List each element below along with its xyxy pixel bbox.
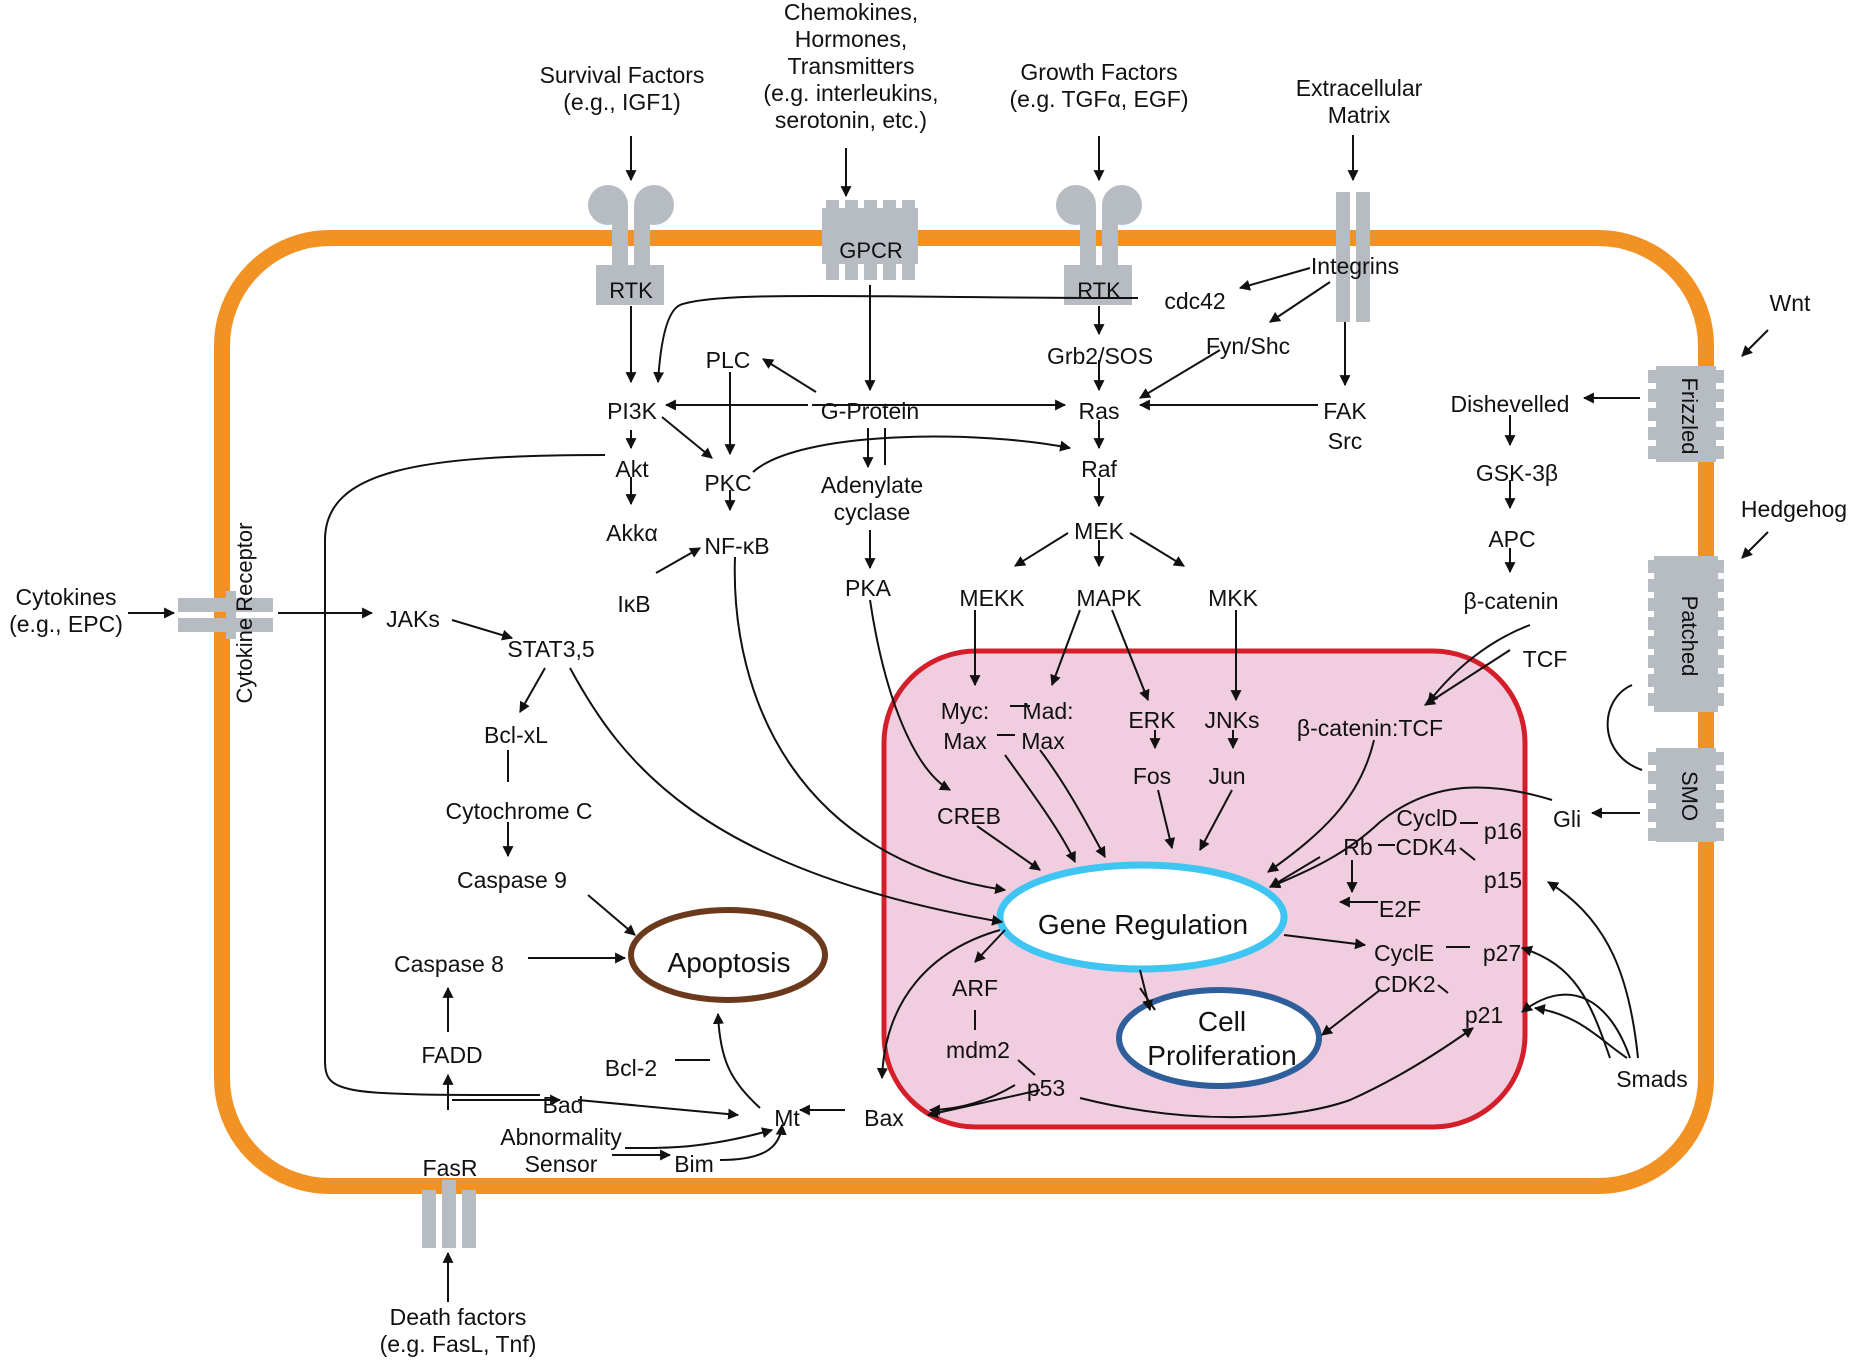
label-mkk: MKK [1208,585,1259,611]
label-beta-catenin: β-catenin [1463,588,1558,614]
label-pi3k: PI3K [607,398,658,424]
label-ikb: IκB [617,591,650,617]
label-fak: FAK [1323,398,1367,424]
label-creb: CREB [937,803,1001,829]
label-bim: Bim [674,1151,714,1177]
label-frizzled: Frizzled [1677,377,1702,454]
frizzled-receptor [1648,366,1724,462]
label-cdk2: CDK2 [1374,971,1435,997]
gpcr-receptor [822,200,918,280]
rtk-left-receptor [588,185,674,305]
label-g-protein: G-Protein [821,398,919,424]
label-raf: Raf [1081,456,1117,482]
label-pka: PKA [845,575,892,601]
label-mekk: MEKK [959,585,1025,611]
label-growth-factors: Growth Factors(e.g. TGFα, EGF) [1009,59,1188,112]
label-bcl2: Bcl-2 [605,1055,657,1081]
label-survival-factors: Survival Factors(e.g., IGF1) [540,62,705,115]
fasr-receptor-shape [422,1180,476,1248]
label-cycl-d: CyclD [1396,805,1457,831]
label-akt: Akt [615,456,649,482]
cytokine-receptor-shape [178,591,273,639]
label-p21: p21 [1465,1002,1503,1028]
label-rtk-left: RTK [609,278,653,303]
label-bad: Bad [543,1092,584,1118]
label-cytokines: Cytokines(e.g., EPC) [9,584,123,637]
label-akk-alpha: Akkα [606,520,658,546]
label-mapk: MAPK [1076,585,1142,611]
label-mek: MEK [1074,518,1125,544]
label-gpcr: GPCR [839,238,903,263]
label-patched: Patched [1677,596,1702,677]
label-gene-regulation: Gene Regulation [1038,909,1248,940]
label-fasr: FasR [423,1155,478,1181]
label-hedgehog: Hedgehog [1741,496,1847,522]
label-integrins: Integrins [1311,253,1399,279]
label-jun: Jun [1208,763,1245,789]
label-jnks: JNKs [1205,707,1260,733]
label-stat35: STAT3,5 [507,636,594,662]
label-apoptosis: Apoptosis [668,947,791,978]
label-p16: p16 [1484,818,1522,844]
label-arf: ARF [952,975,998,1001]
label-smo: SMO [1677,771,1702,821]
label-cycl-e: CyclE [1374,940,1434,966]
integrin-receptor [1336,192,1370,322]
label-max-left: Max [943,728,987,754]
label-p15: p15 [1484,867,1522,893]
label-cdk4: CDK4 [1395,834,1457,860]
label-apc: APC [1488,526,1535,552]
cell-proliferation-node [1116,987,1322,1089]
label-rtk-right: RTK [1077,278,1121,303]
label-erk: ERK [1128,707,1176,733]
label-p53: p53 [1027,1075,1065,1101]
label-death-factors: Death factors(e.g. FasL, Tnf) [380,1304,537,1357]
label-mad: Mad: [1022,698,1073,724]
label-grb2-sos: Grb2/SOS [1047,343,1153,369]
label-fyn-shc: Fyn/Shc [1206,333,1290,359]
label-gsk3b: GSK-3β [1476,460,1558,486]
label-plc: PLC [706,347,751,373]
label-p27: p27 [1483,940,1521,966]
label-cytochrome-c: Cytochrome C [446,798,593,824]
label-nf-kb: NF-κB [704,533,769,559]
label-jaks: JAKs [386,606,440,632]
label-myc: Myc: [941,698,990,724]
label-rb: Rb [1343,834,1372,860]
label-fadd: FADD [421,1042,482,1068]
label-cdc42: cdc42 [1164,288,1225,314]
label-bax: Bax [864,1105,904,1131]
label-mdm2: mdm2 [946,1037,1010,1063]
label-dishevelled: Dishevelled [1451,391,1570,417]
label-beta-catenin-tcf: β-catenin:TCF [1297,715,1443,741]
label-ras: Ras [1079,398,1120,424]
label-src: Src [1328,428,1363,454]
pathway-labels: Survival Factors(e.g., IGF1) Chemokines,H… [9,0,1847,1357]
label-pkc: PKC [704,470,751,496]
apoptosis-node [628,907,828,1003]
label-gli: Gli [1553,806,1581,832]
pathway-edges [128,135,1769,1302]
label-tcf: TCF [1523,646,1568,672]
label-bcl-xl: Bcl-xL [484,722,548,748]
label-max-right: Max [1021,728,1065,754]
patched-receptor [1648,556,1724,712]
label-e2f: E2F [1379,896,1421,922]
label-caspase9: Caspase 9 [457,867,567,893]
label-fos: Fos [1133,763,1171,789]
label-mt: Mt [774,1105,800,1131]
label-cytokine-receptor: Cytokine Receptor [232,523,257,704]
smo-receptor [1648,748,1724,842]
label-chemokines: Chemokines,Hormones,Transmitters(e.g. in… [763,0,938,133]
label-smads: Smads [1616,1066,1688,1092]
label-wnt: Wnt [1770,290,1812,316]
label-caspase8: Caspase 8 [394,951,504,977]
